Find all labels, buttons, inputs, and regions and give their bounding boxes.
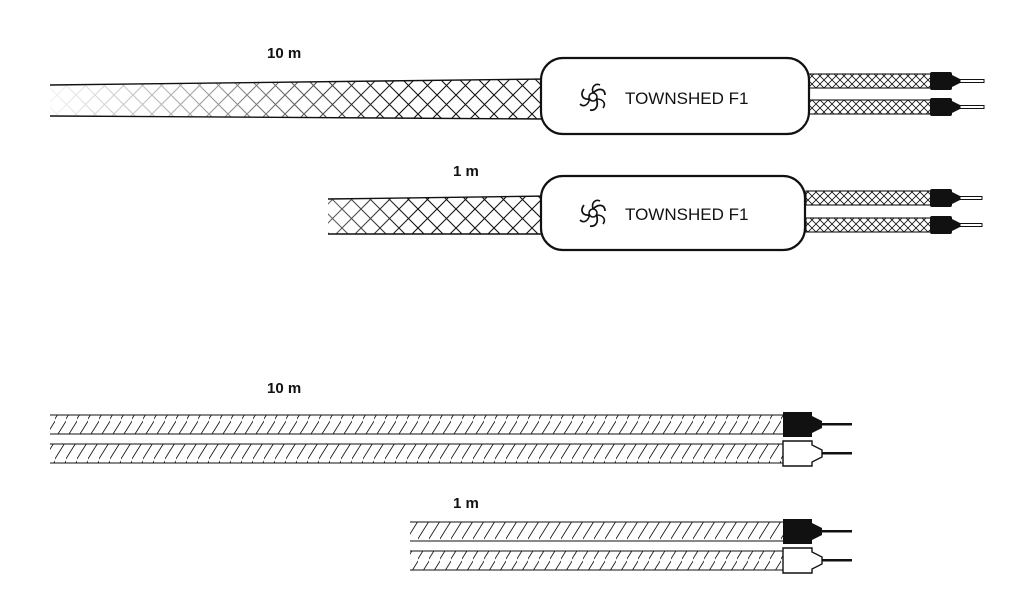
f1-cable-short: 1 m TOWNSHED F1: [327, 163, 983, 252]
braided-lead-top: [805, 72, 985, 90]
brand-label-f1-short: TOWNSHED F1: [625, 205, 748, 224]
braided-lead-top: [805, 189, 983, 207]
length-label-f1-long: 10 m: [267, 45, 301, 62]
striped-conductor-bottom: [50, 443, 786, 464]
striped-conductor-top: [410, 521, 786, 542]
brand-label-f1-long: TOWNSHED F1: [625, 89, 748, 108]
length-label-f1-short: 1 m: [453, 163, 479, 180]
standard-cable-short: 1 m: [410, 495, 852, 574]
length-label-standard-short: 1 m: [453, 495, 479, 512]
plug-dark: [783, 519, 852, 544]
standard-cable-long: 10 m: [50, 380, 852, 467]
plug-light: [782, 547, 852, 574]
f1-cable-long: 10 m TOWNSHED F1: [49, 45, 985, 136]
braided-lead-bottom: [805, 98, 985, 116]
length-label-standard-long: 10 m: [267, 380, 301, 397]
plug-dark: [783, 412, 852, 437]
plug-light: [782, 440, 852, 467]
striped-conductor-top: [50, 414, 786, 435]
splitter-box: [539, 56, 811, 136]
splitter-box: [539, 174, 807, 252]
striped-conductor-bottom: [410, 550, 786, 571]
braided-lead-bottom: [805, 216, 983, 234]
